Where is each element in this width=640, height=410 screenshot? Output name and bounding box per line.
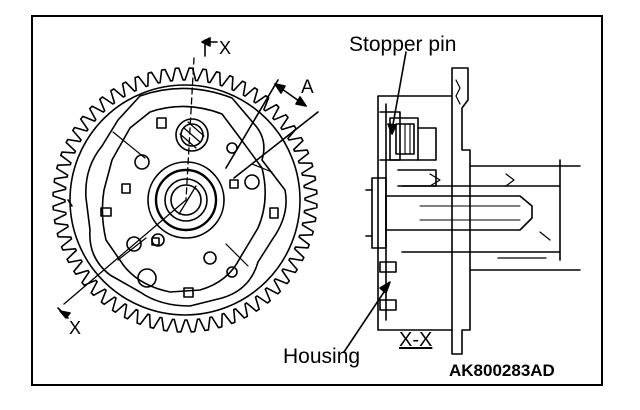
figure-frame	[31, 15, 603, 386]
dimension-arrow-b	[295, 96, 307, 107]
stopper-spring	[399, 123, 411, 155]
bolt-head-edge	[365, 189, 373, 237]
bolt-diagonal	[178, 185, 197, 215]
section-line-lower	[63, 199, 187, 305]
detail-chevron	[429, 173, 441, 187]
hole	[126, 236, 142, 252]
hub-outer	[147, 161, 225, 239]
sprocket-teeth	[52, 67, 318, 333]
hole	[226, 266, 238, 278]
slot	[121, 183, 131, 194]
bolt-thread	[419, 205, 521, 221]
stopper-pin-circle	[175, 118, 209, 152]
section-label: X-X	[399, 329, 433, 351]
hole	[134, 154, 150, 170]
detail-chevron	[505, 173, 515, 187]
housing-label: Housing	[283, 345, 361, 368]
detail-lines	[497, 231, 551, 259]
stopper-pin-label: Stopper pin	[349, 33, 457, 56]
leader-stopper-arrow	[387, 123, 397, 135]
seal	[379, 261, 397, 273]
rotor-plate-inner	[101, 105, 266, 293]
dimension-line-2	[233, 111, 319, 179]
cut-label-top: X	[219, 38, 232, 58]
leader-stopper	[391, 51, 407, 131]
cut-arrow-top	[201, 37, 211, 47]
leader-housing	[343, 285, 389, 353]
camshaft-outer	[469, 165, 581, 271]
hub-bore	[164, 178, 208, 222]
hole	[203, 251, 217, 265]
tick	[67, 199, 73, 207]
leader-housing-arrow	[379, 281, 391, 294]
dimension-label: A	[301, 77, 314, 98]
cut-arrow-bottom	[59, 310, 71, 319]
seal	[379, 299, 397, 311]
hole	[244, 174, 260, 190]
slot	[100, 207, 112, 217]
slot	[156, 117, 167, 129]
dimension-arrow-a	[274, 83, 286, 94]
hole-large	[137, 268, 157, 288]
section-sprocket	[451, 67, 471, 355]
rotor-plate-outline	[85, 87, 287, 307]
figure-code: AK800283AD	[449, 361, 555, 380]
stopper-seat	[397, 169, 437, 187]
stopper-cap	[417, 127, 437, 161]
dimension-line-1	[225, 79, 279, 169]
stopper-pin-hatch	[179, 121, 205, 149]
sprocket-root-circle	[69, 84, 301, 316]
camshaft	[401, 159, 561, 261]
section-housing	[377, 95, 453, 331]
hub-ring	[154, 168, 218, 232]
bolt-head	[170, 184, 202, 216]
slot	[183, 287, 194, 298]
vane-lines	[112, 131, 273, 267]
section-teeth	[455, 79, 461, 105]
cut-label-bottom: X	[69, 318, 82, 338]
stopper-pin-section	[389, 117, 419, 161]
section-line-upper	[185, 57, 195, 201]
slot	[269, 207, 279, 219]
bolt-head-section	[371, 177, 387, 249]
bolt-section	[385, 195, 533, 231]
slot	[229, 179, 239, 189]
slot	[151, 237, 160, 246]
